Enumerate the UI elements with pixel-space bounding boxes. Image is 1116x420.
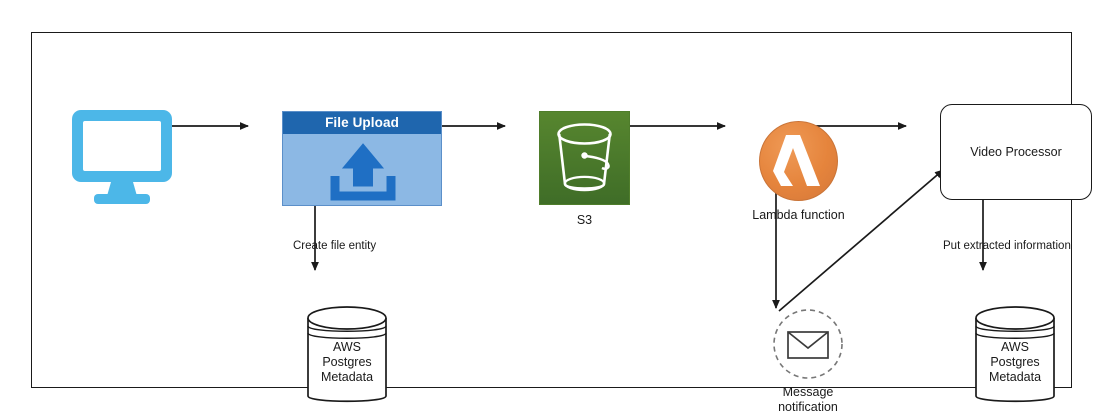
video-processor-label: Video Processor	[970, 145, 1062, 159]
lambda-function-label: Lambda function	[752, 208, 845, 222]
file-upload-body	[283, 134, 441, 206]
database-cylinder-icon	[307, 306, 387, 403]
file-upload-card[interactable]: File Upload	[282, 111, 442, 206]
lambda-function-node[interactable]	[759, 121, 838, 201]
edge-label-create-file-entity: Create file entity	[293, 240, 377, 252]
message-notification-label: Message notification	[747, 385, 869, 415]
s3-label: S3	[576, 213, 593, 227]
db-aws-postgres-metadata-left[interactable]: AWS Postgres Metadata	[305, 304, 389, 410]
client-monitor[interactable]	[70, 108, 174, 206]
s3-bucket-node[interactable]	[539, 111, 630, 205]
file-upload-title: File Upload	[283, 112, 441, 134]
message-notification-node[interactable]	[772, 308, 844, 380]
message-notification-line1: Message	[782, 385, 834, 399]
video-processor-node[interactable]: Video Processor	[940, 104, 1092, 200]
diagram-frame: File Upload S3 Lamb	[31, 32, 1092, 414]
db-aws-postgres-metadata-right[interactable]: AWS Postgres Metadata	[973, 304, 1057, 410]
database-cylinder-icon	[975, 306, 1055, 403]
edge-label-put-extracted-information: Put extracted information	[943, 240, 1071, 252]
edge-message-to-video-processor	[778, 169, 944, 312]
s3-bucket-icon	[557, 123, 612, 192]
lambda-icon	[773, 135, 820, 186]
envelope-icon	[773, 309, 843, 379]
connector-layer	[143, 122, 987, 312]
message-notification-line2: notification	[778, 400, 838, 414]
upload-arrow-icon	[330, 143, 396, 201]
monitor-icon	[72, 110, 172, 204]
